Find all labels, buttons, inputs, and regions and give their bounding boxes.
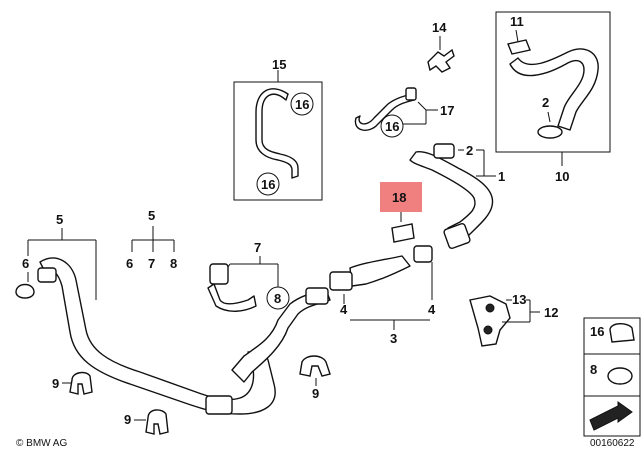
- callout-4-left[interactable]: 4: [340, 302, 348, 317]
- highlight-18[interactable]: [380, 182, 422, 212]
- legend-16[interactable]: 16: [590, 324, 604, 339]
- callout-11[interactable]: 11: [510, 14, 524, 29]
- small-hose-15: [255, 88, 299, 179]
- callout-13[interactable]: 13: [512, 292, 526, 307]
- callout-9-right[interactable]: 9: [312, 386, 319, 401]
- callout-2-mid[interactable]: 2: [466, 143, 473, 158]
- hose-3: 4 4 3: [329, 245, 436, 346]
- callout-5-left[interactable]: 5: [56, 212, 63, 227]
- callout-9-left-top[interactable]: 9: [52, 376, 59, 391]
- callout-16-mid: 16: [385, 119, 399, 134]
- inset-box-10: 10 11 2: [495, 11, 611, 184]
- callout-5-center[interactable]: 5: [148, 208, 155, 223]
- clamps-9: 9 9 9: [52, 355, 331, 435]
- callout-7-right[interactable]: 7: [254, 240, 261, 255]
- callout-7-center[interactable]: 7: [148, 256, 155, 271]
- legend-box: 16 8: [583, 317, 641, 437]
- callout-circle-8[interactable]: [266, 286, 290, 310]
- callout-16-bottom: 16: [261, 177, 275, 192]
- clip-14: 14: [427, 20, 455, 73]
- callout-3[interactable]: 3: [390, 331, 397, 346]
- callout-12[interactable]: 12: [544, 305, 558, 320]
- callout-1[interactable]: 1: [498, 169, 505, 184]
- callout-10[interactable]: 10: [555, 169, 569, 184]
- callout-15[interactable]: 15: [272, 57, 286, 72]
- legend-8[interactable]: 8: [590, 362, 597, 377]
- brand-label: © BMW AG: [16, 438, 67, 449]
- main-hose-1: 2 1: [409, 143, 505, 250]
- callout-14[interactable]: 14: [432, 20, 447, 35]
- callout-4-right[interactable]: 4: [428, 302, 436, 317]
- callout-9-left-bottom[interactable]: 9: [124, 412, 131, 427]
- callout-circle-16c[interactable]: [380, 114, 404, 138]
- inset-box-15: 15 16 16: [233, 57, 323, 201]
- callout-8-right: 8: [274, 291, 281, 306]
- part-18: 18: [380, 182, 422, 243]
- hose-17: 17 16: [354, 87, 454, 138]
- callout-16-top: 16: [295, 97, 309, 112]
- callout-18: 18: [392, 190, 406, 205]
- callout-6-left[interactable]: 6: [22, 256, 29, 271]
- callout-group-5: 5 6 7 8: [126, 208, 177, 271]
- callout-8-center[interactable]: 8: [170, 256, 177, 271]
- hose-middle: [231, 287, 331, 383]
- long-hose-5: 5 6: [15, 212, 276, 415]
- callout-circle-16b[interactable]: [256, 172, 280, 196]
- hose-7: 7 8: [207, 240, 290, 312]
- callout-17[interactable]: 17: [440, 103, 454, 118]
- bracket-12: 13 12: [469, 292, 558, 347]
- callout-2-top[interactable]: 2: [542, 95, 549, 110]
- callout-circle-16a[interactable]: [290, 92, 314, 116]
- diagram-id: 00160622: [590, 438, 635, 449]
- callout-6-center[interactable]: 6: [126, 256, 133, 271]
